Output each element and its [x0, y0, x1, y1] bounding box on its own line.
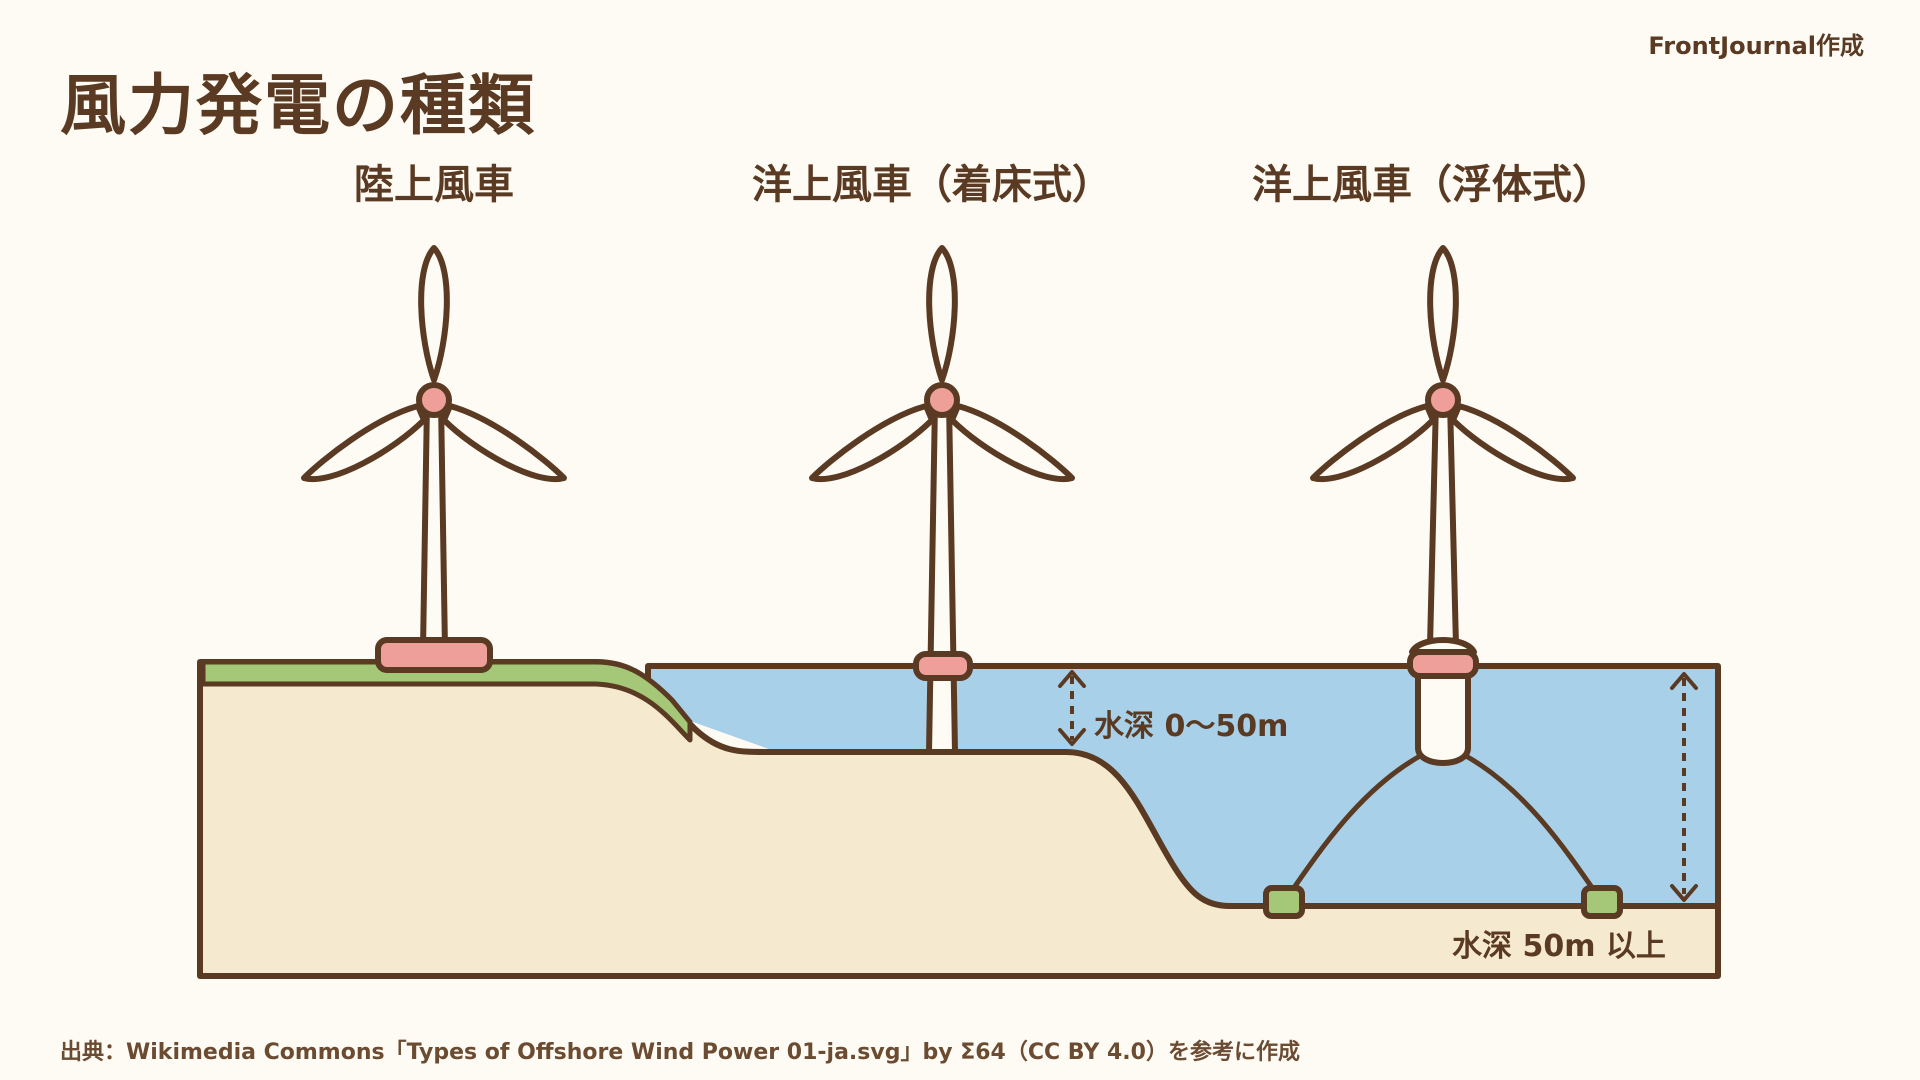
author-credit: FrontJournal作成 [1648, 32, 1864, 60]
fixed-offshore-turbine [812, 248, 1072, 755]
spar-buoy [1415, 653, 1471, 766]
onshore-foundation [375, 637, 493, 673]
deep-depth-label: 水深 50m 以上 [1452, 929, 1666, 964]
grass-strip [200, 659, 693, 743]
shallow-depth-arrow [1058, 670, 1086, 746]
label-floating-offshore-turbine: 洋上風車（浮体式） [1252, 162, 1612, 208]
label-onshore-turbine: 陸上風車 [354, 162, 514, 208]
onshore-turbine [304, 248, 564, 673]
fixed-hub [924, 382, 960, 418]
deep-depth-arrow [1670, 672, 1698, 902]
floating-platform [1407, 649, 1479, 679]
shallow-depth-label: 水深 0〜50m [1094, 709, 1288, 744]
mooring-line-right [1464, 753, 1605, 904]
onshore-hub [416, 382, 452, 418]
mooring-line-left [1281, 753, 1422, 904]
anchor-left [1263, 885, 1305, 919]
fixed-transition-piece [913, 651, 973, 681]
label-fixed-offshore-turbine: 洋上風車（着床式） [752, 162, 1112, 208]
page-title: 風力発電の種類 [60, 67, 536, 144]
source-citation: 出典：Wikimedia Commons「Types of Offshore W… [60, 1040, 1300, 1065]
floating-hub [1425, 382, 1461, 418]
floating-offshore-turbine [1263, 248, 1623, 919]
anchor-right [1581, 885, 1623, 919]
